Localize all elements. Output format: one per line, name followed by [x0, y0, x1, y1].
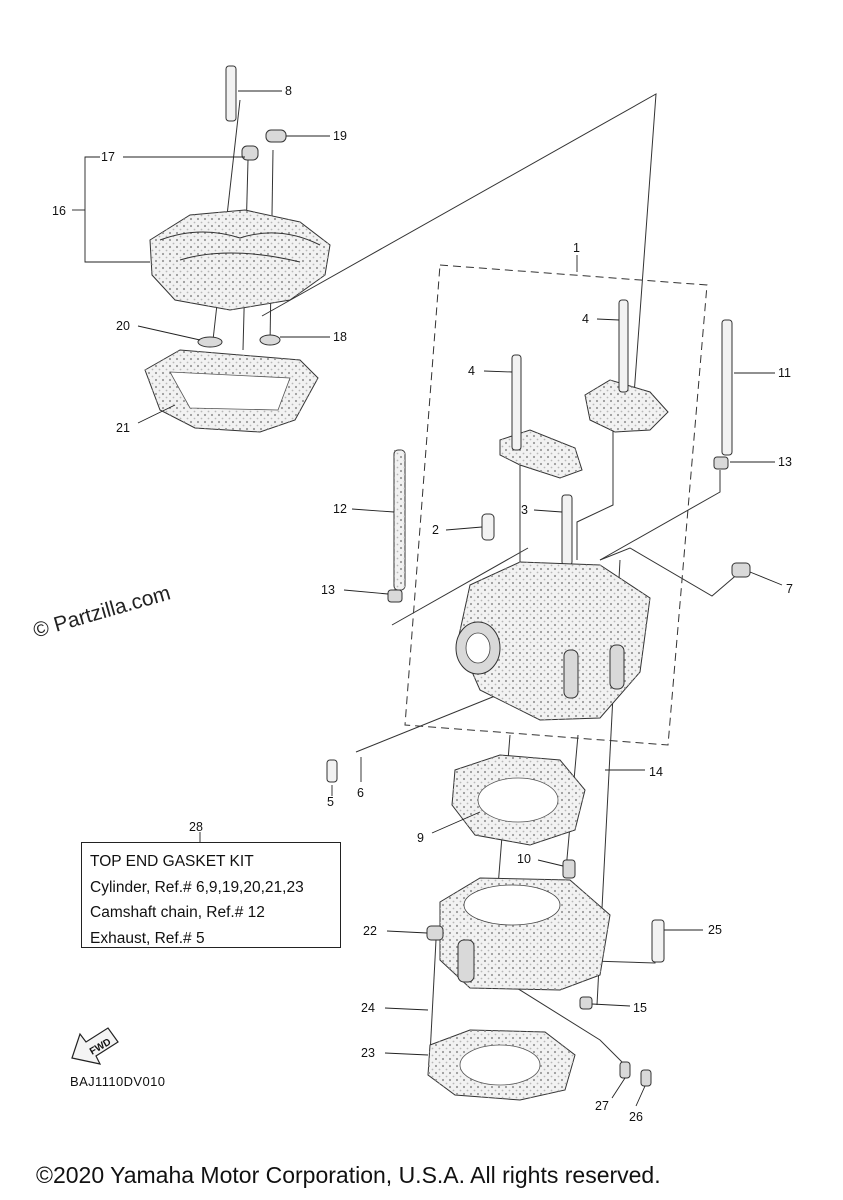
callout-7: 7 [786, 582, 793, 596]
exploded-view-diagram: 1 2 3 4 4 5 6 7 8 9 10 11 12 13 13 14 15… [52, 65, 793, 1124]
callout-3: 3 [521, 503, 528, 517]
diagram-code: BAJ1110DV010 [70, 1074, 166, 1089]
cylinder-block [439, 877, 611, 991]
bolt-17 [241, 145, 259, 161]
callout-26: 26 [629, 1110, 643, 1124]
copyright-notice: ©2020 Yamaha Motor Corporation, U.S.A. A… [36, 1162, 661, 1188]
nut-15 [579, 996, 593, 1010]
callout-27: 27 [595, 1099, 609, 1113]
callout-16: 16 [52, 204, 66, 218]
callout-12: 12 [333, 502, 347, 516]
cylinder-head [455, 561, 651, 721]
callout-17: 17 [101, 150, 115, 164]
washer-20 [197, 336, 223, 348]
callout-1: 1 [573, 241, 580, 255]
cylinder-head-cover [149, 209, 331, 311]
cylinder-head-gasket [451, 754, 586, 846]
callout-10: 10 [517, 852, 531, 866]
gasket-kit-line-1: Cylinder, Ref.# 6,9,19,20,21,23 [90, 878, 304, 896]
nut-13-right [713, 456, 729, 470]
callout-8: 8 [285, 84, 292, 98]
nut-13-left [387, 589, 403, 603]
callout-20: 20 [116, 319, 130, 333]
dowel-10 [562, 859, 576, 879]
callout-13-left: 13 [321, 583, 335, 597]
plug-7 [731, 562, 751, 578]
cylinder-head-assembly-outline [404, 264, 708, 746]
callout-labels: 1 2 3 4 4 5 6 7 8 9 10 11 12 13 13 14 15… [52, 84, 793, 1124]
camshaft-chain-12 [393, 449, 406, 591]
callout-9: 9 [417, 831, 424, 845]
callout-24: 24 [361, 1001, 375, 1015]
callout-21: 21 [116, 421, 130, 435]
callout-25: 25 [708, 923, 722, 937]
callout-5: 5 [327, 795, 334, 809]
cylinder-base-gasket [427, 1029, 576, 1101]
fwd-arrow-icon: FWD [71, 1027, 119, 1065]
bracket-16 [72, 156, 150, 263]
gasket-kit-title: TOP END GASKET KIT [90, 853, 254, 870]
gasket-kit-line-2: Camshaft chain, Ref.# 12 [90, 904, 265, 921]
stud-bolt-11 [721, 319, 733, 456]
cam-holder [584, 379, 669, 433]
pin-26 [640, 1069, 652, 1087]
washer-18 [259, 334, 281, 346]
stud-bolt-4-right [618, 299, 629, 393]
callout-23: 23 [361, 1046, 375, 1060]
callout-4-right: 4 [582, 312, 589, 326]
callout-11: 11 [778, 366, 791, 380]
bolt-22 [426, 925, 444, 941]
dowel-2 [481, 513, 495, 541]
bolt-19 [265, 129, 287, 143]
callout-4-left: 4 [468, 364, 475, 378]
callout-19: 19 [333, 129, 347, 143]
callout-6: 6 [357, 786, 364, 800]
callout-18: 18 [333, 330, 347, 344]
pin-27 [619, 1061, 631, 1079]
callout-14: 14 [649, 765, 663, 779]
gasket-kit-box: TOP END GASKET KIT Cylinder, Ref.# 6,9,1… [81, 842, 341, 948]
bolt-25 [651, 919, 665, 963]
bolt-8 [225, 65, 237, 122]
callout-28: 28 [189, 820, 203, 834]
stud-3 [561, 494, 573, 566]
gasket-kit-line-3: Exhaust, Ref.# 5 [90, 929, 205, 947]
callout-22: 22 [363, 924, 377, 938]
callout-2: 2 [432, 523, 439, 537]
leader-lines [123, 90, 783, 1107]
cover-gasket [144, 349, 319, 433]
pin-5 [326, 759, 338, 783]
stud-bolt-4-left [511, 354, 522, 451]
callout-13-right: 13 [778, 455, 792, 469]
callout-15: 15 [633, 1001, 647, 1015]
